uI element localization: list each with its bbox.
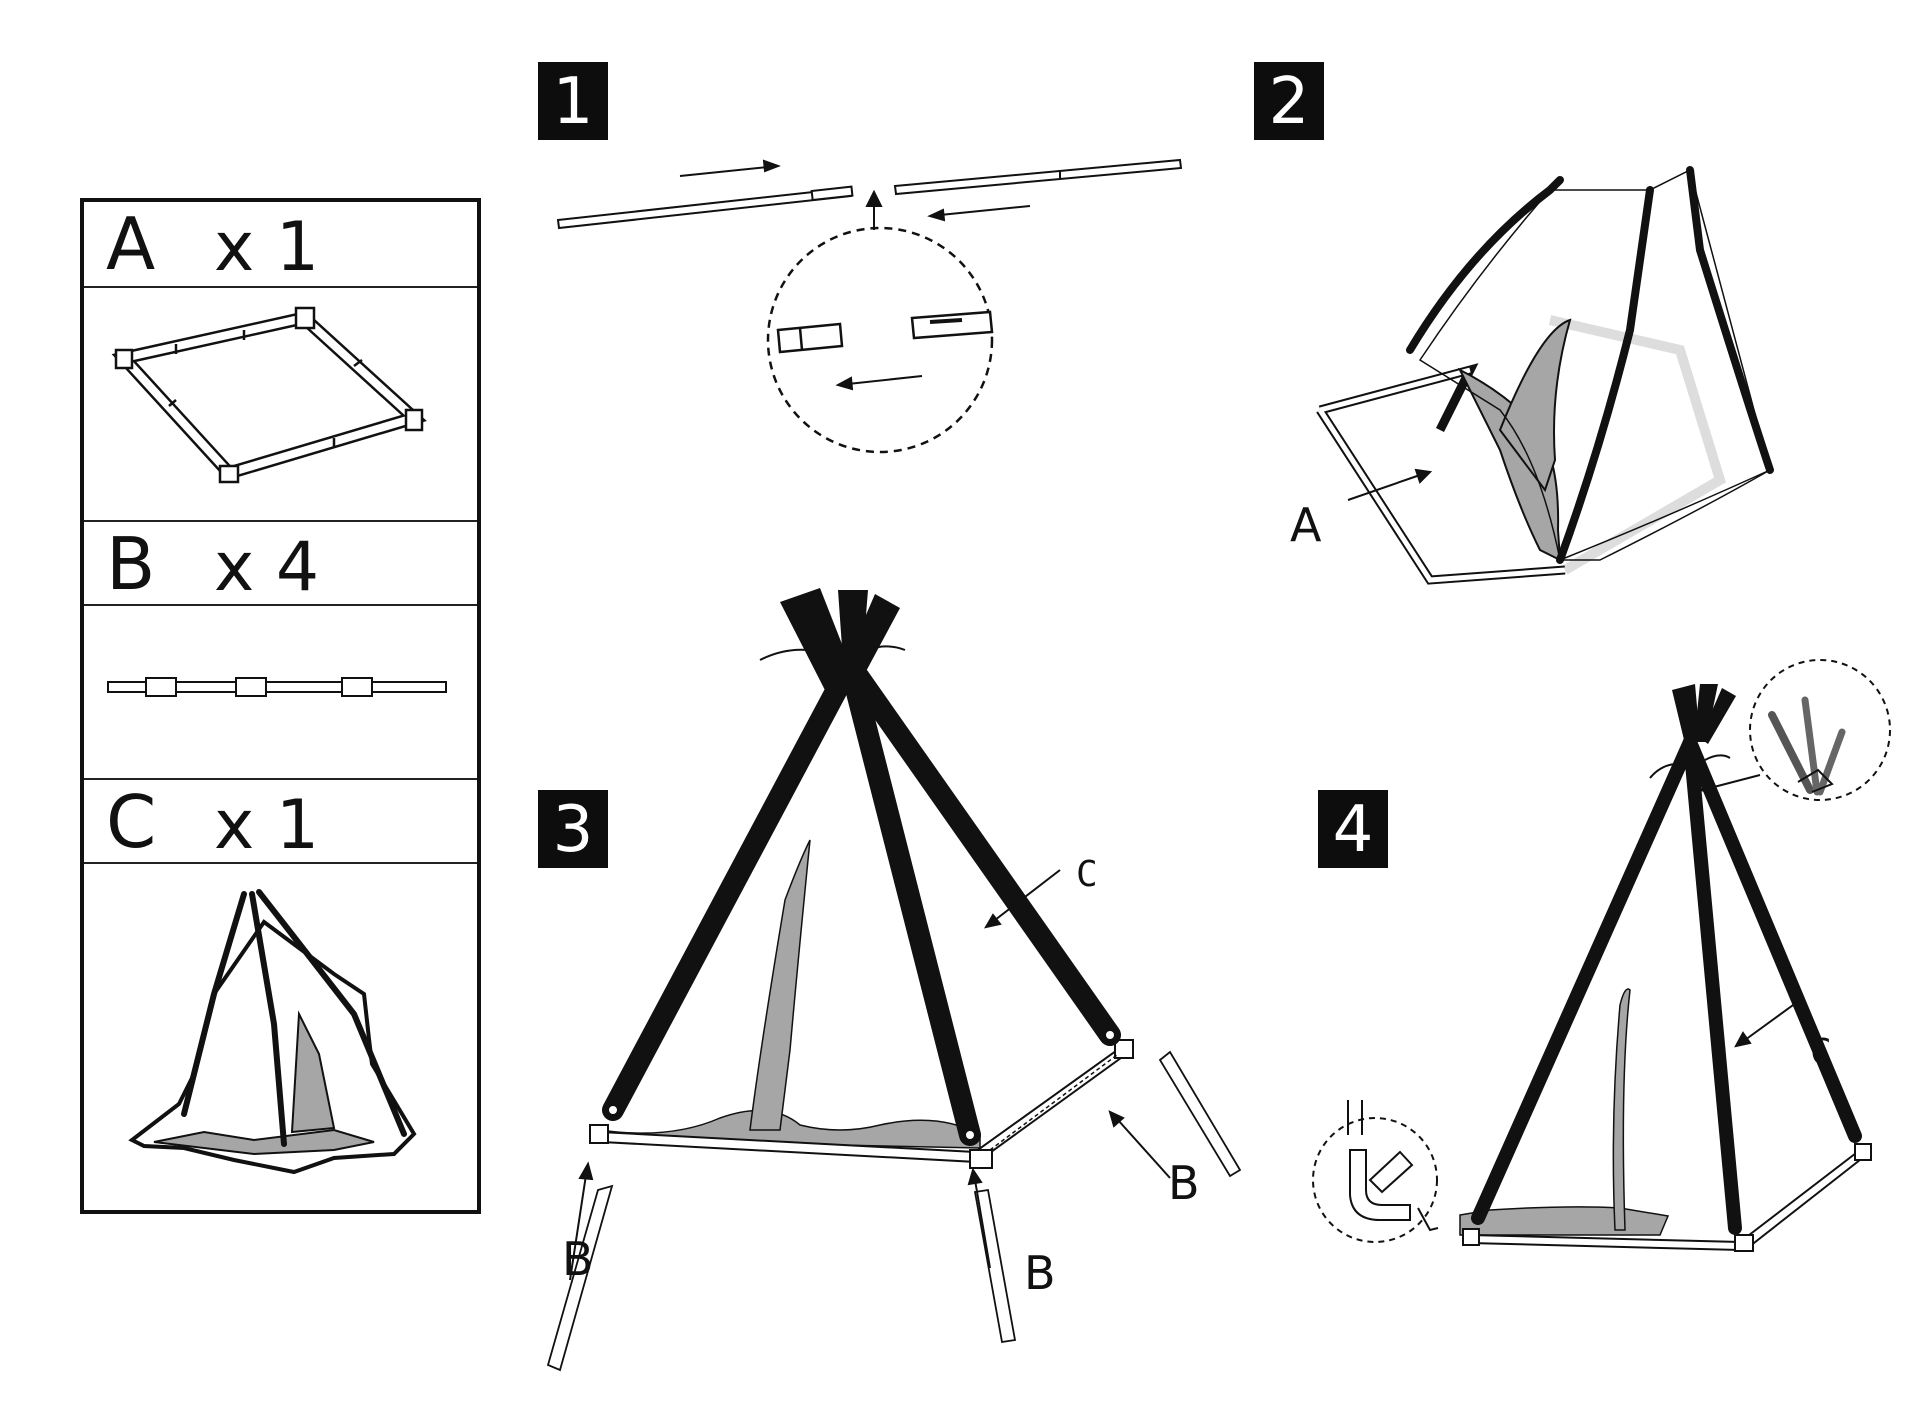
step-4-figure [1312, 659, 1891, 1252]
step-3-callout-b-right: B [1168, 1156, 1200, 1210]
floor-frame-icon [84, 288, 477, 522]
step-1-badge: 1 [538, 62, 608, 140]
part-c-label: C [106, 780, 157, 864]
tent-cover-icon [84, 864, 477, 1210]
part-c-header: C x 1 [84, 780, 477, 864]
part-b-qty: x 4 [214, 528, 320, 607]
step-2-badge: 2 [1254, 62, 1324, 140]
step-1-figure [556, 158, 1183, 454]
part-a-label: A [106, 202, 156, 286]
step-3-callout-b-middle: B [1024, 1246, 1056, 1300]
part-a-header: A x 1 [84, 202, 477, 288]
step-2-figure [1316, 166, 1774, 585]
step-4-callout-c: C [1810, 1032, 1832, 1073]
step-3-figure [546, 588, 1242, 1372]
part-a-qty: x 1 [214, 208, 320, 287]
parts-list: A x 1 B x 4 [80, 198, 481, 1214]
step-3-badge: 3 [538, 790, 608, 868]
step-3-callout-b-left: B [562, 1232, 594, 1286]
part-c-qty: x 1 [214, 786, 320, 865]
step-3-callout-c: C [1076, 854, 1098, 895]
part-b-label: B [106, 522, 156, 606]
pole-icon [84, 606, 477, 780]
step-4-badge: 4 [1318, 790, 1388, 868]
part-b-header: B x 4 [84, 522, 477, 606]
step-2-callout-a: A [1290, 498, 1322, 552]
